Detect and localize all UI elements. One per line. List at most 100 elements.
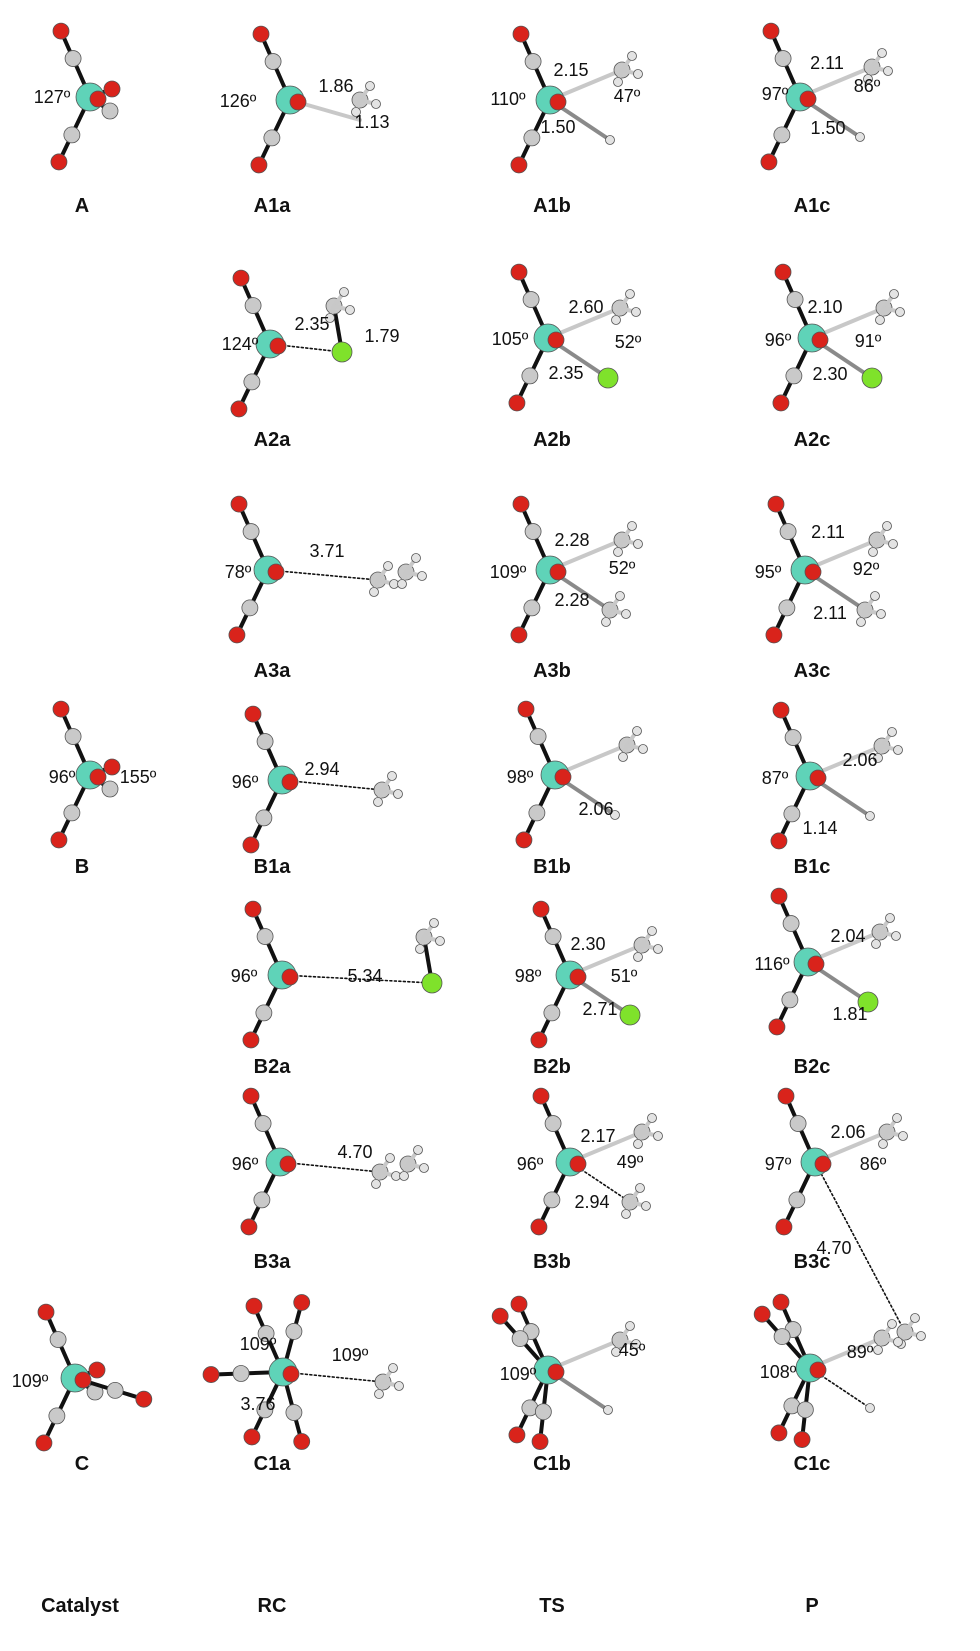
annotation: 2.06 xyxy=(830,1122,865,1142)
annotation: 96º xyxy=(49,767,76,787)
bond xyxy=(569,1161,631,1203)
carbon-atom xyxy=(523,129,541,147)
chlorine-atom xyxy=(331,341,353,363)
structure-label: B1a xyxy=(254,856,292,878)
oxygen-atom xyxy=(230,495,248,513)
carbon-atom xyxy=(232,1365,250,1382)
annotation: 47º xyxy=(614,86,641,106)
structure-label: A1b xyxy=(533,195,571,217)
hydrogen-atom xyxy=(631,307,641,317)
carbon-atom xyxy=(524,53,542,70)
annotation: 3.76 xyxy=(240,1394,275,1414)
oxygen-atom xyxy=(777,1087,795,1105)
oxygen-atom xyxy=(281,968,299,986)
hydrogen-atom xyxy=(653,1131,663,1141)
hydrogen-atom xyxy=(373,797,383,807)
hydrogen-atom xyxy=(855,132,865,142)
annotation: 96º xyxy=(232,772,259,792)
annotation: 2.60 xyxy=(568,297,603,317)
oxygen-atom xyxy=(202,1366,220,1383)
annotation: 2.10 xyxy=(807,297,842,317)
oxygen-atom xyxy=(240,1218,258,1236)
oxygen-atom xyxy=(762,22,780,40)
hydrogen-atom xyxy=(417,571,427,581)
annotation: 92º xyxy=(853,559,880,579)
chlorine-atom xyxy=(421,972,443,994)
hydrogen-atom xyxy=(892,1113,902,1123)
structure-label: B2b xyxy=(533,1056,571,1078)
annotation: 98º xyxy=(507,767,534,787)
oxygen-atom xyxy=(103,80,121,98)
hydrogen-atom xyxy=(875,315,885,325)
oxygen-atom xyxy=(89,768,107,786)
hydrogen-atom xyxy=(385,1153,395,1163)
oxygen-atom xyxy=(772,394,790,412)
oxygen-atom xyxy=(50,153,68,171)
structure-label: C xyxy=(75,1453,89,1475)
hydrogen-atom xyxy=(339,287,349,297)
hydrogen-atom xyxy=(916,1331,926,1341)
oxygen-atom xyxy=(768,1018,786,1036)
oxygen-atom xyxy=(809,1361,827,1379)
oxygen-atom xyxy=(765,626,783,644)
oxygen-atom xyxy=(267,563,285,581)
oxygen-atom xyxy=(770,832,788,850)
oxygen-atom xyxy=(814,1155,832,1173)
hydrogen-atom xyxy=(387,771,397,781)
hydrogen-atom xyxy=(878,1139,888,1149)
carbon-atom xyxy=(783,805,801,823)
carbon-atom xyxy=(101,780,119,798)
annotation: 97º xyxy=(762,84,789,104)
carbon-atom xyxy=(528,804,546,822)
carbon-atom xyxy=(524,523,542,540)
structure-label: B3a xyxy=(254,1251,292,1273)
carbon-atom xyxy=(49,1331,67,1348)
carbon-atom xyxy=(64,50,82,67)
carbon-atom xyxy=(781,991,799,1009)
carbon-atom xyxy=(779,523,797,540)
hydrogen-atom xyxy=(891,931,901,941)
bond xyxy=(809,1367,871,1409)
chlorine-atom xyxy=(619,1004,641,1026)
oxygen-atom xyxy=(243,1428,261,1446)
annotation: 2.30 xyxy=(570,934,605,954)
oxygen-atom xyxy=(103,758,121,776)
hydrogen-atom xyxy=(887,1319,897,1329)
hydrogen-atom xyxy=(610,810,620,820)
oxygen-atom xyxy=(250,156,268,174)
hydrogen-atom xyxy=(413,1145,423,1155)
hydrogen-atom xyxy=(883,66,893,76)
annotation: 96º xyxy=(765,330,792,350)
structure-label: A1c xyxy=(794,195,831,217)
carbon-atom xyxy=(242,523,260,540)
oxygen-atom xyxy=(35,1434,53,1452)
annotation: 1.14 xyxy=(802,818,837,838)
oxygen-atom xyxy=(569,968,587,986)
oxygen-atom xyxy=(767,495,785,513)
structure-label: A2b xyxy=(533,429,571,451)
annotation: 98º xyxy=(515,966,542,986)
chlorine-atom xyxy=(597,367,619,389)
oxygen-atom xyxy=(244,705,262,723)
hydrogen-atom xyxy=(345,305,355,315)
oxygen-atom xyxy=(799,90,817,108)
hydrogen-atom xyxy=(635,1183,645,1193)
oxygen-atom xyxy=(289,93,307,111)
oxygen-atom xyxy=(293,1294,311,1311)
hydrogen-atom xyxy=(898,1131,908,1141)
oxygen-atom xyxy=(807,955,825,973)
structure-label: A2c xyxy=(794,429,831,451)
hydrogen-atom xyxy=(613,77,623,87)
carbon-atom xyxy=(254,1115,272,1132)
carbon-atom xyxy=(543,1004,561,1022)
carbon-atom xyxy=(789,1115,807,1132)
